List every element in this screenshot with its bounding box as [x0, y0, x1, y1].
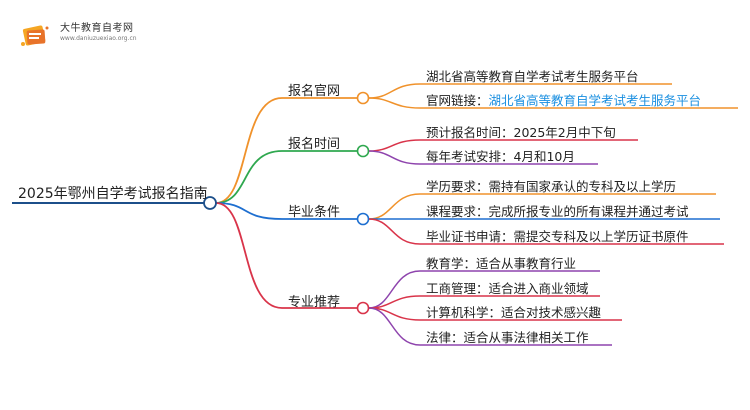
root-node-label: 2025年鄂州自学考试报名指南	[18, 186, 208, 202]
branch-label-website: 报名官网	[288, 84, 341, 99]
branch-label-majors: 专业推荐	[288, 295, 341, 310]
branch-label-graduation: 毕业条件	[288, 205, 341, 220]
leaf-connector	[368, 150, 421, 165]
branch-node-circle	[356, 212, 370, 226]
leaf-connector	[368, 218, 421, 245]
leaf-connector	[368, 307, 421, 346]
official-site-link[interactable]: 湖北省高等教育自学考试考生服务平台	[488, 93, 702, 108]
leaf-connector	[368, 83, 421, 99]
leaf-connector	[368, 193, 421, 220]
branch-label-time: 报名时间	[288, 137, 341, 152]
leaf-official-platform: 湖北省高等教育自学考试考生服务平台	[426, 66, 639, 85]
leaf-text: 预计报名时间：2025年2月中下旬	[426, 125, 616, 140]
leaf-connector	[368, 270, 421, 309]
leaf-major-computer-science: 计算机科学：适合对技术感兴趣	[426, 302, 601, 321]
branch-connector	[215, 202, 283, 220]
branch-node-circle	[356, 301, 370, 315]
leaf-text: 湖北省高等教育自学考试考生服务平台	[426, 69, 639, 84]
leaf-connector	[368, 97, 421, 109]
branch-connector	[215, 202, 283, 309]
logo-url: www.daniuzuexiao.org.cn	[60, 35, 137, 42]
site-logo[interactable]: 大牛教育自考网 www.daniuzuexiao.org.cn	[14, 16, 174, 50]
leaf-major-law: 法律：适合从事法律相关工作	[426, 327, 589, 346]
leaf-text: 毕业证书申请：需提交专科及以上学历证书原件	[426, 229, 689, 244]
leaf-exam-schedule: 每年考试安排：4月和10月	[426, 146, 575, 165]
branch-connector	[215, 97, 283, 204]
leaf-text: 工商管理：适合进入商业领域	[426, 281, 589, 296]
leaf-major-education: 教育学：适合从事教育行业	[426, 253, 576, 272]
branch-node-circle	[356, 91, 370, 105]
root-node-circle	[203, 196, 217, 210]
book-stack-icon	[21, 25, 49, 46]
leaf-course-requirement: 课程要求：完成所报专业的所有课程并通过考试	[426, 201, 689, 220]
leaf-text: 官网链接：	[426, 93, 489, 108]
leaf-connector	[368, 139, 421, 152]
branch-node-circle	[356, 144, 370, 158]
leaf-certificate-application: 毕业证书申请：需提交专科及以上学历证书原件	[426, 226, 689, 245]
leaf-text: 课程要求：完成所报专业的所有课程并通过考试	[426, 204, 689, 219]
leaf-registration-time: 预计报名时间：2025年2月中下旬	[426, 122, 616, 141]
logo-title: 大牛教育自考网	[60, 23, 134, 34]
leaf-text: 教育学：适合从事教育行业	[426, 256, 577, 271]
leaf-text: 计算机科学：适合对技术感兴趣	[426, 305, 602, 320]
leaf-major-business: 工商管理：适合进入商业领域	[426, 278, 589, 297]
leaf-text: 学历要求：需持有国家承认的专科及以上学历	[426, 179, 677, 194]
branch-connector	[215, 150, 283, 204]
leaf-text: 法律：适合从事法律相关工作	[426, 330, 589, 345]
leaf-degree-requirement: 学历要求：需持有国家承认的专科及以上学历	[426, 176, 676, 195]
leaf-official-link: 官网链接：湖北省高等教育自学考试考生服务平台	[426, 90, 701, 109]
leaf-text: 每年考试安排：4月和10月	[426, 149, 575, 164]
